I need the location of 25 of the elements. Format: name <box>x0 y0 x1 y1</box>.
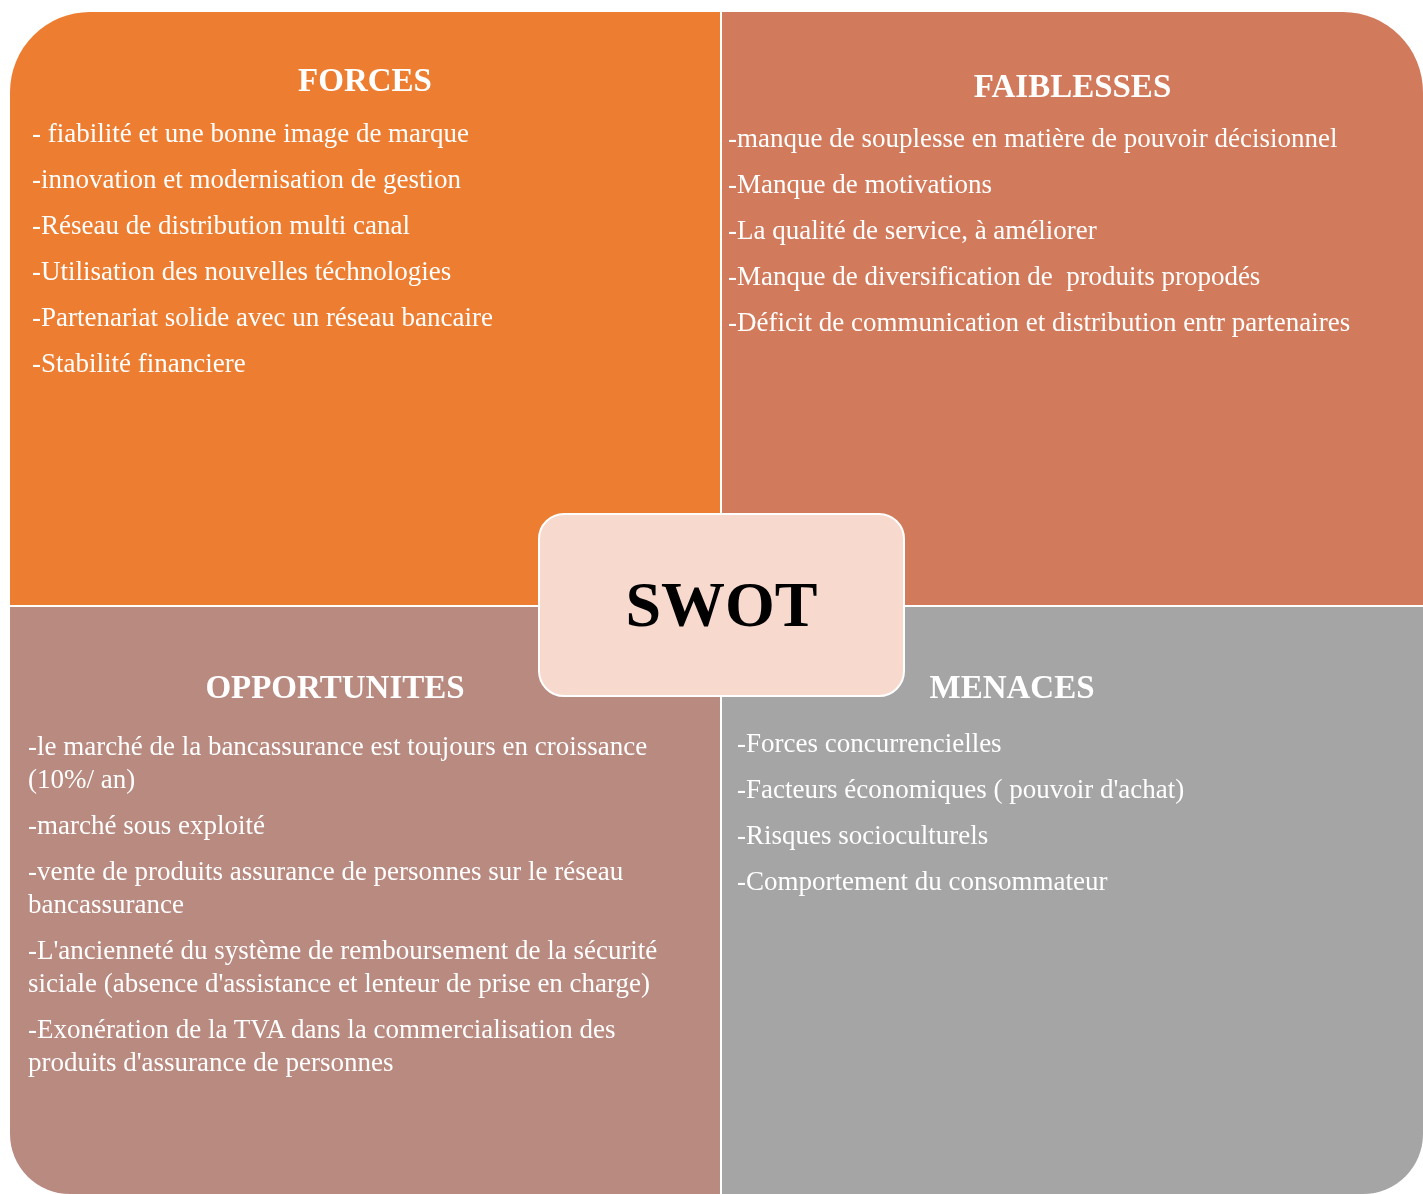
list-item: -Utilisation des nouvelles téchnologies <box>32 255 453 288</box>
list-item: -Facteurs économiques ( pouvoir d'achat) <box>737 773 1186 806</box>
list-item: -Exonération de la TVA dans la commercialisation des produits d'assurance de personnes <box>28 1013 617 1079</box>
quadrant-heading: MENACES <box>928 669 1096 706</box>
list-item: -Partenariat solide avec un réseau bancaire <box>32 301 494 334</box>
list-item: -Stabilité financiere <box>32 347 247 380</box>
list-item: -Réseau de distribution multi canal <box>32 209 411 242</box>
list-item: -le marché de la bancassurance est toujours en croissance (10%/ an) <box>28 730 649 796</box>
list-item: -L'ancienneté du système de remboursement de la sécurité siciale (absence d'assistance et lenteur de prise en charge) <box>28 934 659 1000</box>
quadrant-heading: FORCES <box>297 62 433 99</box>
quadrant-heading: FAIBLESSES <box>972 68 1173 105</box>
list-item: -marché sous exploité <box>28 809 266 842</box>
list-item: - fiabilité et une bonne image de marque <box>32 117 471 150</box>
list-item: -Déficit de communication et distribution entr partenaires <box>728 306 1352 339</box>
center-label-box: SWOT <box>538 513 905 697</box>
list-item: -vente de produits assurance de personnes sur le réseau bancassurance <box>28 855 625 921</box>
list-item: -Forces concurrencielles <box>737 727 1003 760</box>
list-item: -Risques socioculturels <box>737 819 990 852</box>
list-item: -Manque de motivations <box>728 168 993 201</box>
list-item: -innovation et modernisation de gestion <box>32 163 462 196</box>
list-item: -Manque de diversification de produits propodés <box>728 260 1262 293</box>
quadrant-heading: OPPORTUNITES <box>204 669 466 706</box>
list-item: -Comportement du consommateur <box>737 865 1109 898</box>
list-item: -La qualité de service, à améliorer <box>728 214 1098 247</box>
list-item: -manque de souplesse en matière de pouvoir décisionnel <box>728 122 1339 155</box>
